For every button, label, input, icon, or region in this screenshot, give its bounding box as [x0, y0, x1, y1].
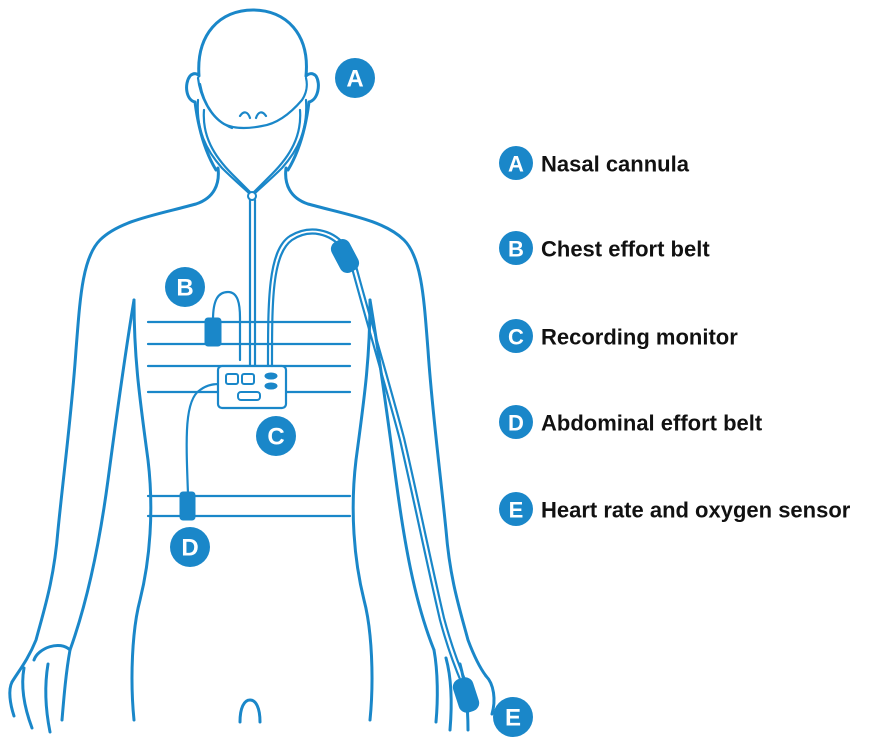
recording-monitor — [148, 366, 350, 408]
right-body-outline — [286, 168, 486, 676]
chest-belt-sensor — [205, 318, 221, 346]
svg-text:Heart rate and oxygen sensor: Heart rate and oxygen sensor — [541, 498, 851, 523]
svg-text:A: A — [346, 66, 363, 93]
left-inner-arm — [70, 300, 134, 650]
svg-text:E: E — [509, 498, 524, 523]
legend-item-heart-rate-oxygen-sensor: E Heart rate and oxygen sensor — [499, 492, 851, 526]
svg-text:C: C — [267, 424, 284, 451]
legend-item-abdominal-effort-belt: D Abdominal effort belt — [499, 405, 763, 439]
svg-text:Chest effort belt: Chest effort belt — [541, 237, 710, 262]
finger-sensor-cable — [268, 230, 481, 715]
marker-b: B — [165, 267, 205, 307]
svg-text:Abdominal effort belt: Abdominal effort belt — [541, 411, 763, 436]
svg-text:D: D — [508, 411, 524, 436]
right-torso-side — [353, 300, 372, 720]
left-torso-side — [132, 300, 151, 720]
legend: A Nasal cannula B Chest effort belt C Re… — [499, 146, 851, 526]
marker-a: A — [335, 58, 375, 98]
finger-clip-sensor — [451, 676, 481, 715]
groin-outline — [240, 700, 260, 722]
legend-item-chest-effort-belt: B Chest effort belt — [499, 231, 710, 265]
svg-text:B: B — [176, 275, 193, 302]
svg-text:C: C — [508, 325, 524, 350]
legend-item-nasal-cannula: A Nasal cannula — [499, 146, 690, 180]
left-hand — [10, 645, 70, 732]
svg-text:Recording monitor: Recording monitor — [541, 325, 738, 350]
marker-e: E — [493, 697, 533, 737]
abdominal-belt-sensor — [180, 492, 195, 520]
svg-text:E: E — [505, 705, 521, 732]
marker-c: C — [256, 416, 296, 456]
legend-item-recording-monitor: C Recording monitor — [499, 319, 738, 353]
svg-text:Nasal cannula: Nasal cannula — [541, 152, 690, 177]
marker-d: D — [170, 527, 210, 567]
svg-text:D: D — [181, 535, 198, 562]
svg-text:B: B — [508, 237, 524, 262]
svg-text:A: A — [508, 152, 524, 177]
